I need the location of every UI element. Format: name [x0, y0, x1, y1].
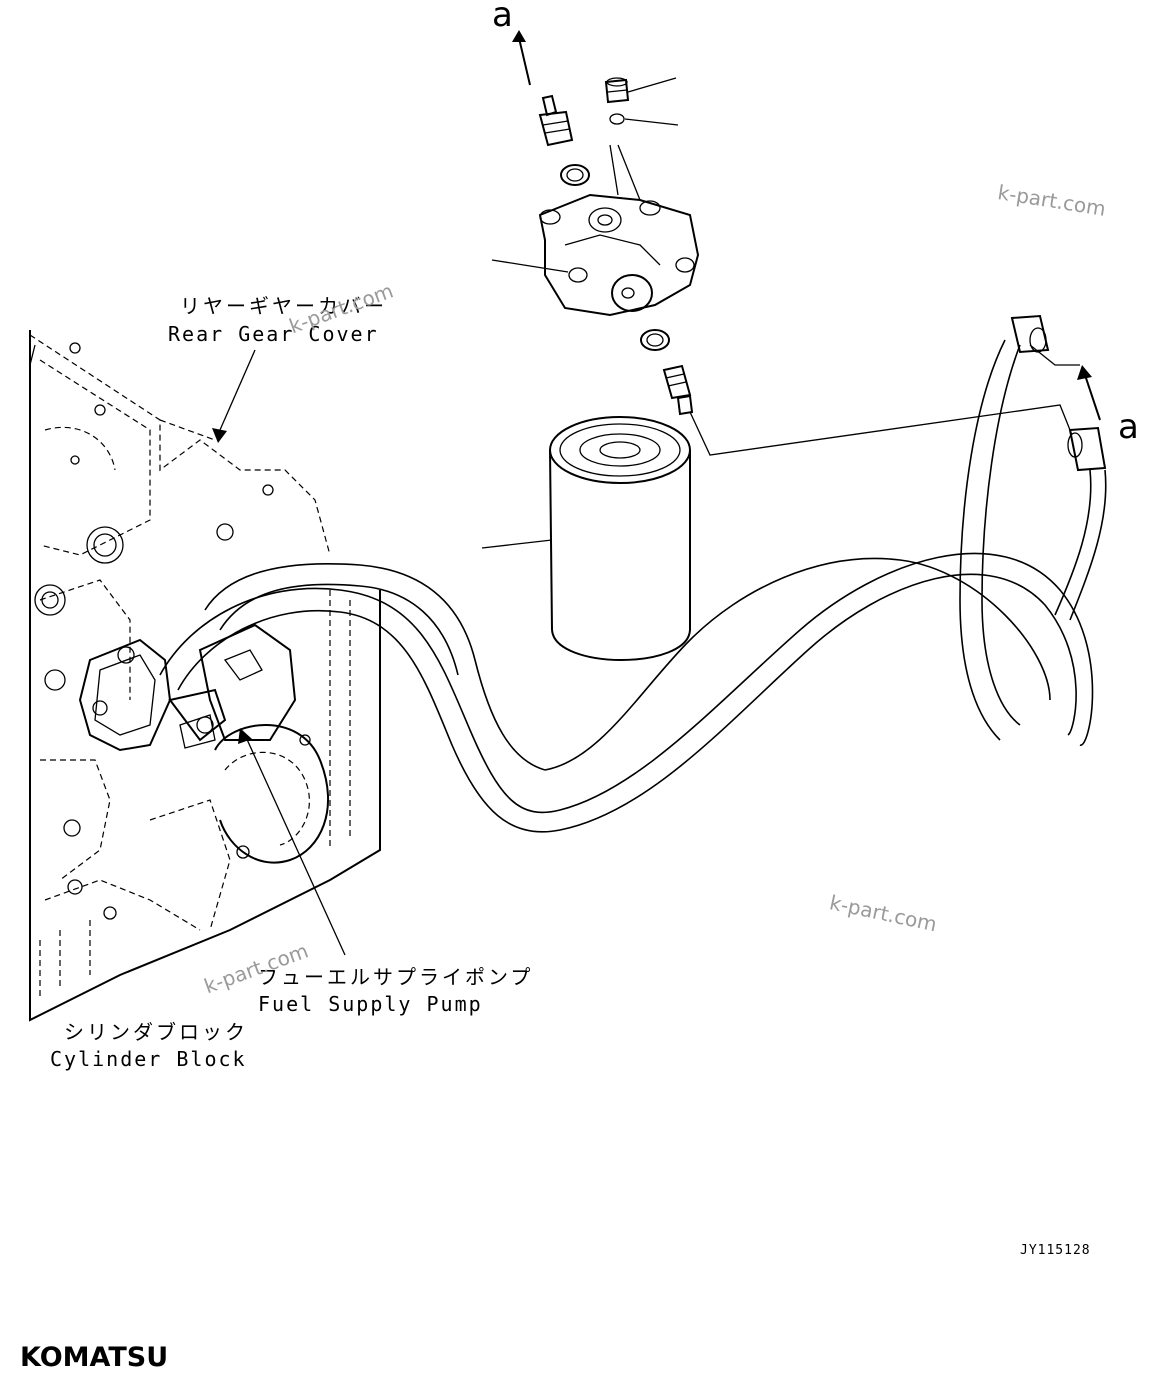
fuel-supply-pump-drawing: [78, 623, 297, 752]
label-leader-lines: [212, 349, 1101, 956]
komatsu-logo: KOMATSU: [20, 1342, 169, 1373]
cylinder-block-drawing: [29, 330, 381, 1022]
drawing-number: JY115128: [1020, 1243, 1091, 1258]
plug-and-o-ring-drawing: [604, 77, 679, 126]
cylinder-block-label-en: Cylinder Block: [50, 1047, 247, 1071]
rear-gear-cover-label-en: Rear Gear Cover: [168, 322, 379, 346]
filter-head-drawing: [491, 144, 700, 317]
washers-drawing: [560, 164, 670, 351]
fuel-filter-drawing: [481, 416, 691, 661]
callout-a-right: a: [1118, 407, 1139, 447]
fuel-supply-pump-label-en: Fuel Supply Pump: [258, 992, 483, 1016]
fuel-hoses-drawing: [159, 314, 1107, 833]
cylinder-block-label-jp: シリンダブロック: [64, 1020, 248, 1044]
nipple-drawing: [662, 364, 694, 416]
top-fitting-drawing: [512, 30, 574, 147]
fuel-supply-pump-label-jp: フューエルサプライポンプ: [258, 965, 534, 989]
callout-a-top: a: [492, 0, 513, 35]
rear-gear-cover-label-jp: リヤーギヤーカバー: [180, 294, 387, 318]
